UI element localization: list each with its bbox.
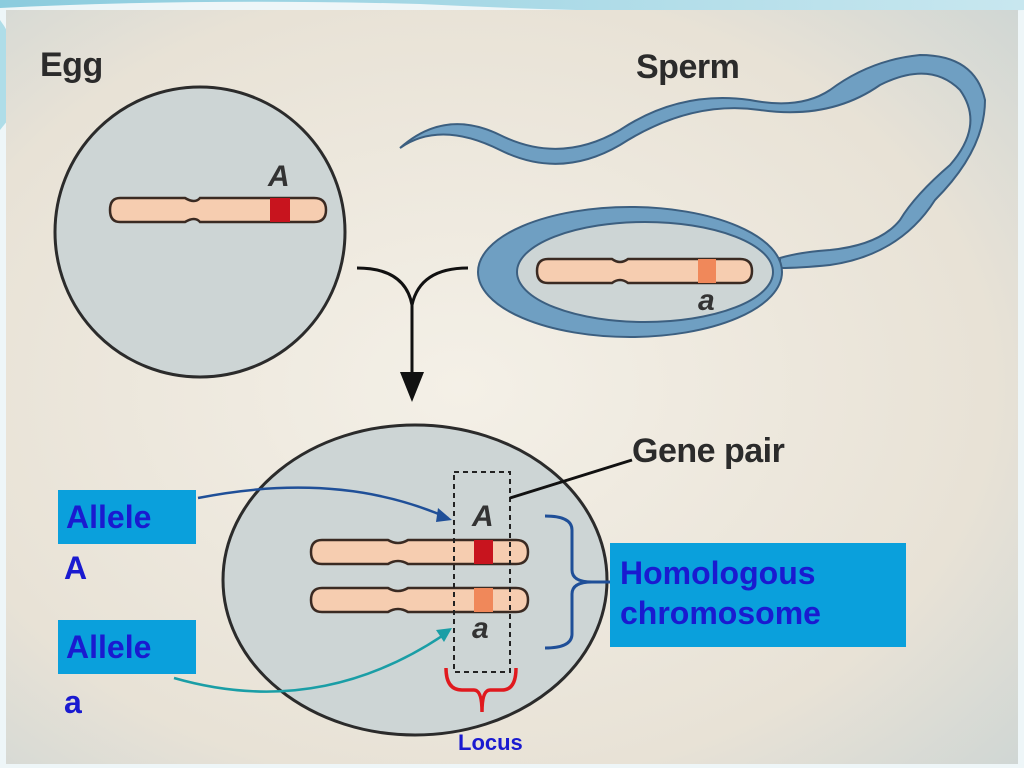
- allele-a-callout: Allele: [58, 620, 196, 674]
- fertilization-arrow: [356, 266, 469, 402]
- zygote-bottom-allele-letter: a: [472, 612, 489, 645]
- gene-pair-pointer: [509, 458, 633, 500]
- gene-pair-box: [453, 471, 511, 673]
- homologous-callout-line2: chromosome: [620, 595, 821, 631]
- egg-cell: [53, 85, 347, 379]
- allele-A-callout-line2: A: [64, 550, 88, 586]
- gene-pair-label: Gene pair: [632, 432, 785, 470]
- sperm-chromosome: [535, 257, 754, 285]
- zygote-membrane: [221, 423, 609, 737]
- zygote-allele-band-recessive: [474, 588, 493, 612]
- allele-a-callout-line1: Allele: [66, 629, 152, 665]
- egg-chromosome: [108, 196, 328, 224]
- allele-A-callout-line1: Allele: [66, 499, 152, 535]
- sperm-cell: [399, 53, 987, 338]
- homologous-chromosome-callout: Homologous chromosome: [610, 543, 906, 647]
- allele-a-callout-line2: a: [64, 684, 82, 720]
- sperm-label: Sperm: [636, 48, 740, 86]
- egg-membrane: [53, 85, 347, 379]
- zygote-allele-band-dominant: [474, 540, 493, 564]
- sperm-allele-band: [698, 259, 716, 283]
- top-wave-decoration: [0, 0, 1024, 13]
- locus-label: Locus: [458, 730, 523, 755]
- allele-A-arrowhead: [436, 508, 452, 522]
- sperm-allele-letter: a: [698, 284, 715, 317]
- allele-a-arrowhead: [436, 628, 452, 642]
- allele-A-arrow: [197, 486, 449, 520]
- homologous-callout-line1: Homologous: [620, 555, 816, 591]
- egg-label: Egg: [40, 46, 103, 84]
- allele-A-callout: Allele: [58, 490, 196, 544]
- allele-a-arrow: [173, 630, 449, 693]
- zygote-cell: [221, 423, 609, 737]
- zygote-chromosome-bottom: [309, 586, 530, 614]
- egg-allele-letter: A: [268, 160, 290, 193]
- egg-allele-band: [270, 198, 290, 222]
- zygote-top-allele-letter: A: [472, 500, 494, 533]
- zygote-chromosome-top: [309, 538, 530, 566]
- locus-bracket: [444, 667, 518, 713]
